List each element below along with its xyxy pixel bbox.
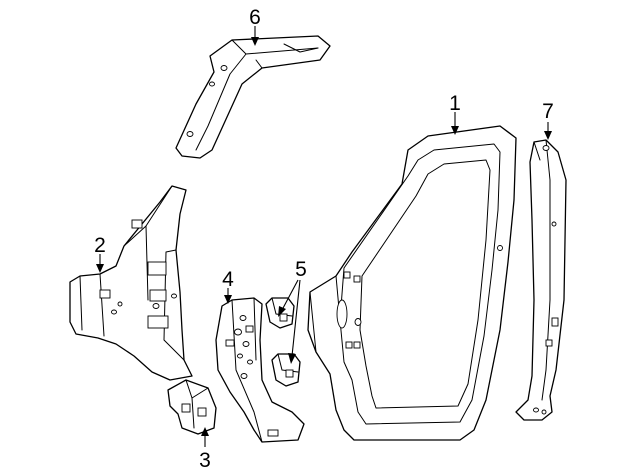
callout-4: 4 [222,268,234,291]
callout-3: 3 [199,449,211,471]
part-3-bracket[interactable] [167,379,217,435]
leader-6 [251,26,259,46]
callout-2: 2 [94,234,106,257]
callout-6: 6 [249,6,261,29]
leader-1 [451,112,459,135]
leader-2 [96,254,104,273]
part-2-cowl-side-panel[interactable] [69,185,193,381]
leader-5 [278,279,301,364]
leader-3 [201,427,209,447]
leader-7 [544,122,552,140]
callout-1: 1 [449,92,461,115]
part-6-roof-rail-bracket[interactable] [175,35,331,159]
part-4-hinge-pillar-reinforcement[interactable] [215,297,305,443]
callout-7: 7 [542,100,554,123]
part-1-door-frame[interactable] [307,125,517,441]
leader-4 [224,288,232,304]
part-7-lock-pillar[interactable] [515,139,567,421]
callout-5: 5 [295,258,307,281]
part-5-hinge-bracket-lower[interactable] [271,353,301,387]
